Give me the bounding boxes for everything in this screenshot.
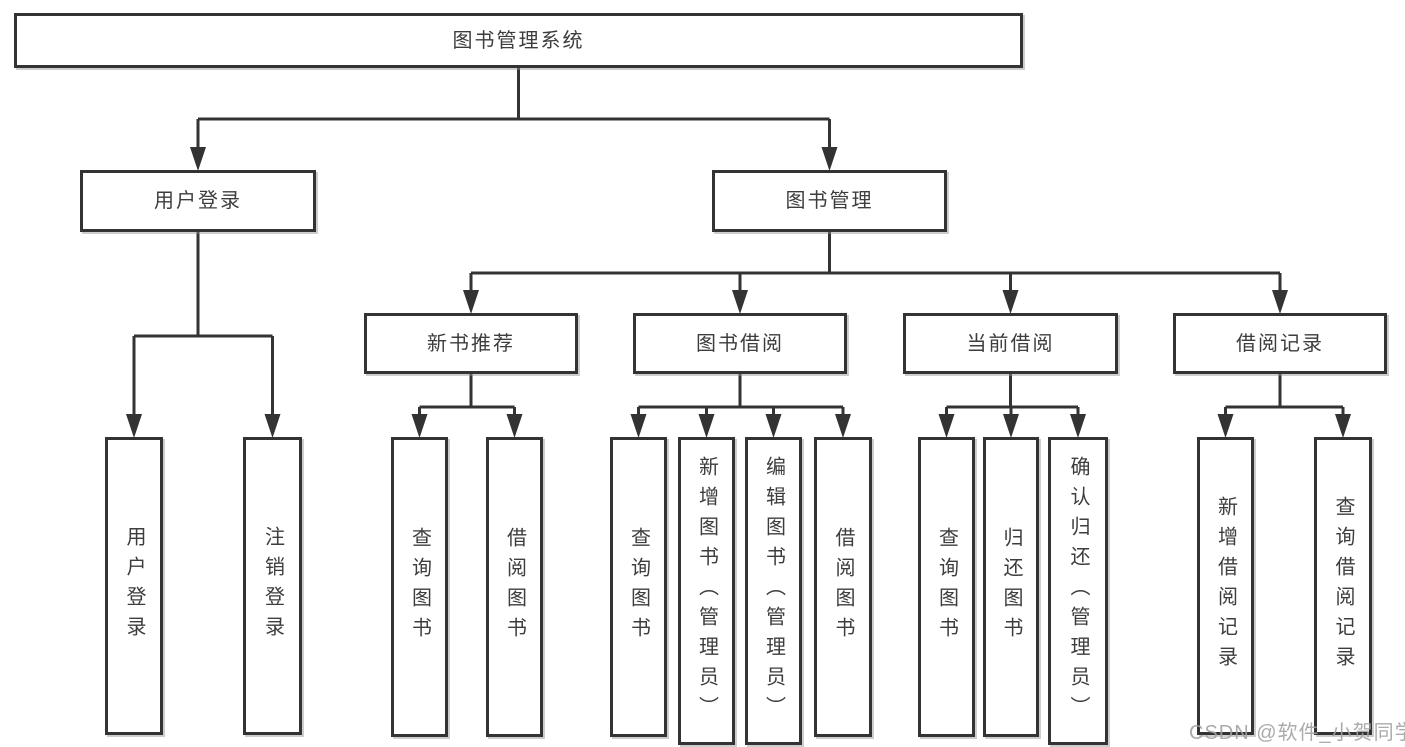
arrowhead-icon-l-b-add: [698, 414, 715, 438]
arrowhead-icon-mgmt: [821, 147, 838, 171]
node-label-mgmt: 图书管理: [785, 190, 874, 212]
arrowhead-icon-borrow: [732, 290, 748, 314]
node-label-l-nb-borrow: 借阅图书: [503, 527, 526, 647]
node-label-l-c-return: 归还图书: [1000, 527, 1022, 647]
watermark: CSDN @软件_小贺同学: [1189, 722, 1405, 744]
arrowhead-icon-l-nb-query: [411, 414, 428, 438]
node-l-r-query: 查询借阅记录: [1314, 437, 1372, 735]
arrowhead-icon-l-nb-borrow: [506, 414, 523, 438]
node-label-newbook: 新书推荐: [427, 332, 515, 355]
node-current: 当前借阅: [903, 313, 1118, 374]
arrowhead-icon-l-c-query: [938, 414, 955, 438]
node-l-b-add: 新增图书（管理员）: [678, 437, 735, 745]
node-label-records: 借阅记录: [1236, 332, 1324, 355]
node-l-nb-query: 查询图书: [391, 437, 448, 737]
node-l-c-confirm: 确认归还（管理员）: [1048, 437, 1108, 745]
arrowhead-icon-l-b-query: [630, 414, 647, 438]
node-label-l-nb-query: 查询图书: [408, 527, 431, 647]
arrowhead-icon-current: [1002, 290, 1019, 314]
node-records: 借阅记录: [1173, 313, 1387, 374]
arrowhead-icon-l-b-edit: [765, 414, 782, 438]
node-borrow: 图书借阅: [633, 313, 847, 374]
node-l-b-borrow: 借阅图书: [814, 437, 872, 737]
node-l-logout: 注销登录: [243, 437, 302, 735]
node-mgmt: 图书管理: [712, 170, 947, 232]
arrowhead-icon-l-user-login: [126, 414, 142, 438]
node-l-b-edit: 编辑图书（管理员）: [745, 437, 802, 745]
node-newbook: 新书推荐: [364, 313, 578, 374]
node-label-l-c-query: 查询图书: [935, 527, 958, 647]
node-l-user-login: 用户登录: [105, 437, 163, 735]
node-label-l-c-confirm: 确认归还（管理员）: [1067, 456, 1089, 726]
node-label-l-b-borrow: 借阅图书: [832, 527, 854, 647]
node-l-c-return: 归还图书: [983, 437, 1039, 737]
arrowhead-icon-l-b-borrow: [835, 414, 851, 438]
node-label-root: 图书管理系统: [452, 29, 585, 52]
node-l-nb-borrow: 借阅图书: [486, 437, 543, 737]
arrowhead-icon-newbook: [463, 290, 479, 314]
node-label-l-r-add: 新增借阅记录: [1214, 496, 1237, 676]
arrowhead-icon-l-c-return: [1003, 414, 1019, 438]
node-label-l-user-login: 用户登录: [123, 526, 145, 646]
node-label-l-logout: 注销登录: [261, 526, 284, 646]
node-label-current: 当前借阅: [966, 332, 1055, 355]
arrowhead-icon-l-r-add: [1217, 414, 1234, 438]
node-label-l-b-add: 新增图书（管理员）: [695, 456, 718, 726]
arrowhead-icon-login: [190, 147, 206, 171]
node-label-l-b-edit: 编辑图书（管理员）: [762, 456, 785, 726]
arrowhead-icon-records: [1272, 290, 1288, 314]
node-l-r-add: 新增借阅记录: [1197, 437, 1254, 735]
node-label-login: 用户登录: [154, 190, 242, 212]
node-l-b-query: 查询图书: [610, 437, 667, 737]
arrowhead-icon-l-r-query: [1335, 414, 1351, 438]
node-label-l-b-query: 查询图书: [627, 527, 650, 647]
arrowhead-icon-l-c-confirm: [1070, 414, 1086, 438]
node-login: 用户登录: [80, 170, 316, 232]
node-l-c-query: 查询图书: [918, 437, 975, 737]
node-label-borrow: 图书借阅: [696, 332, 784, 355]
node-label-l-r-query: 查询借阅记录: [1332, 496, 1354, 676]
node-root: 图书管理系统: [14, 13, 1023, 68]
arrowhead-icon-l-logout: [264, 414, 281, 438]
